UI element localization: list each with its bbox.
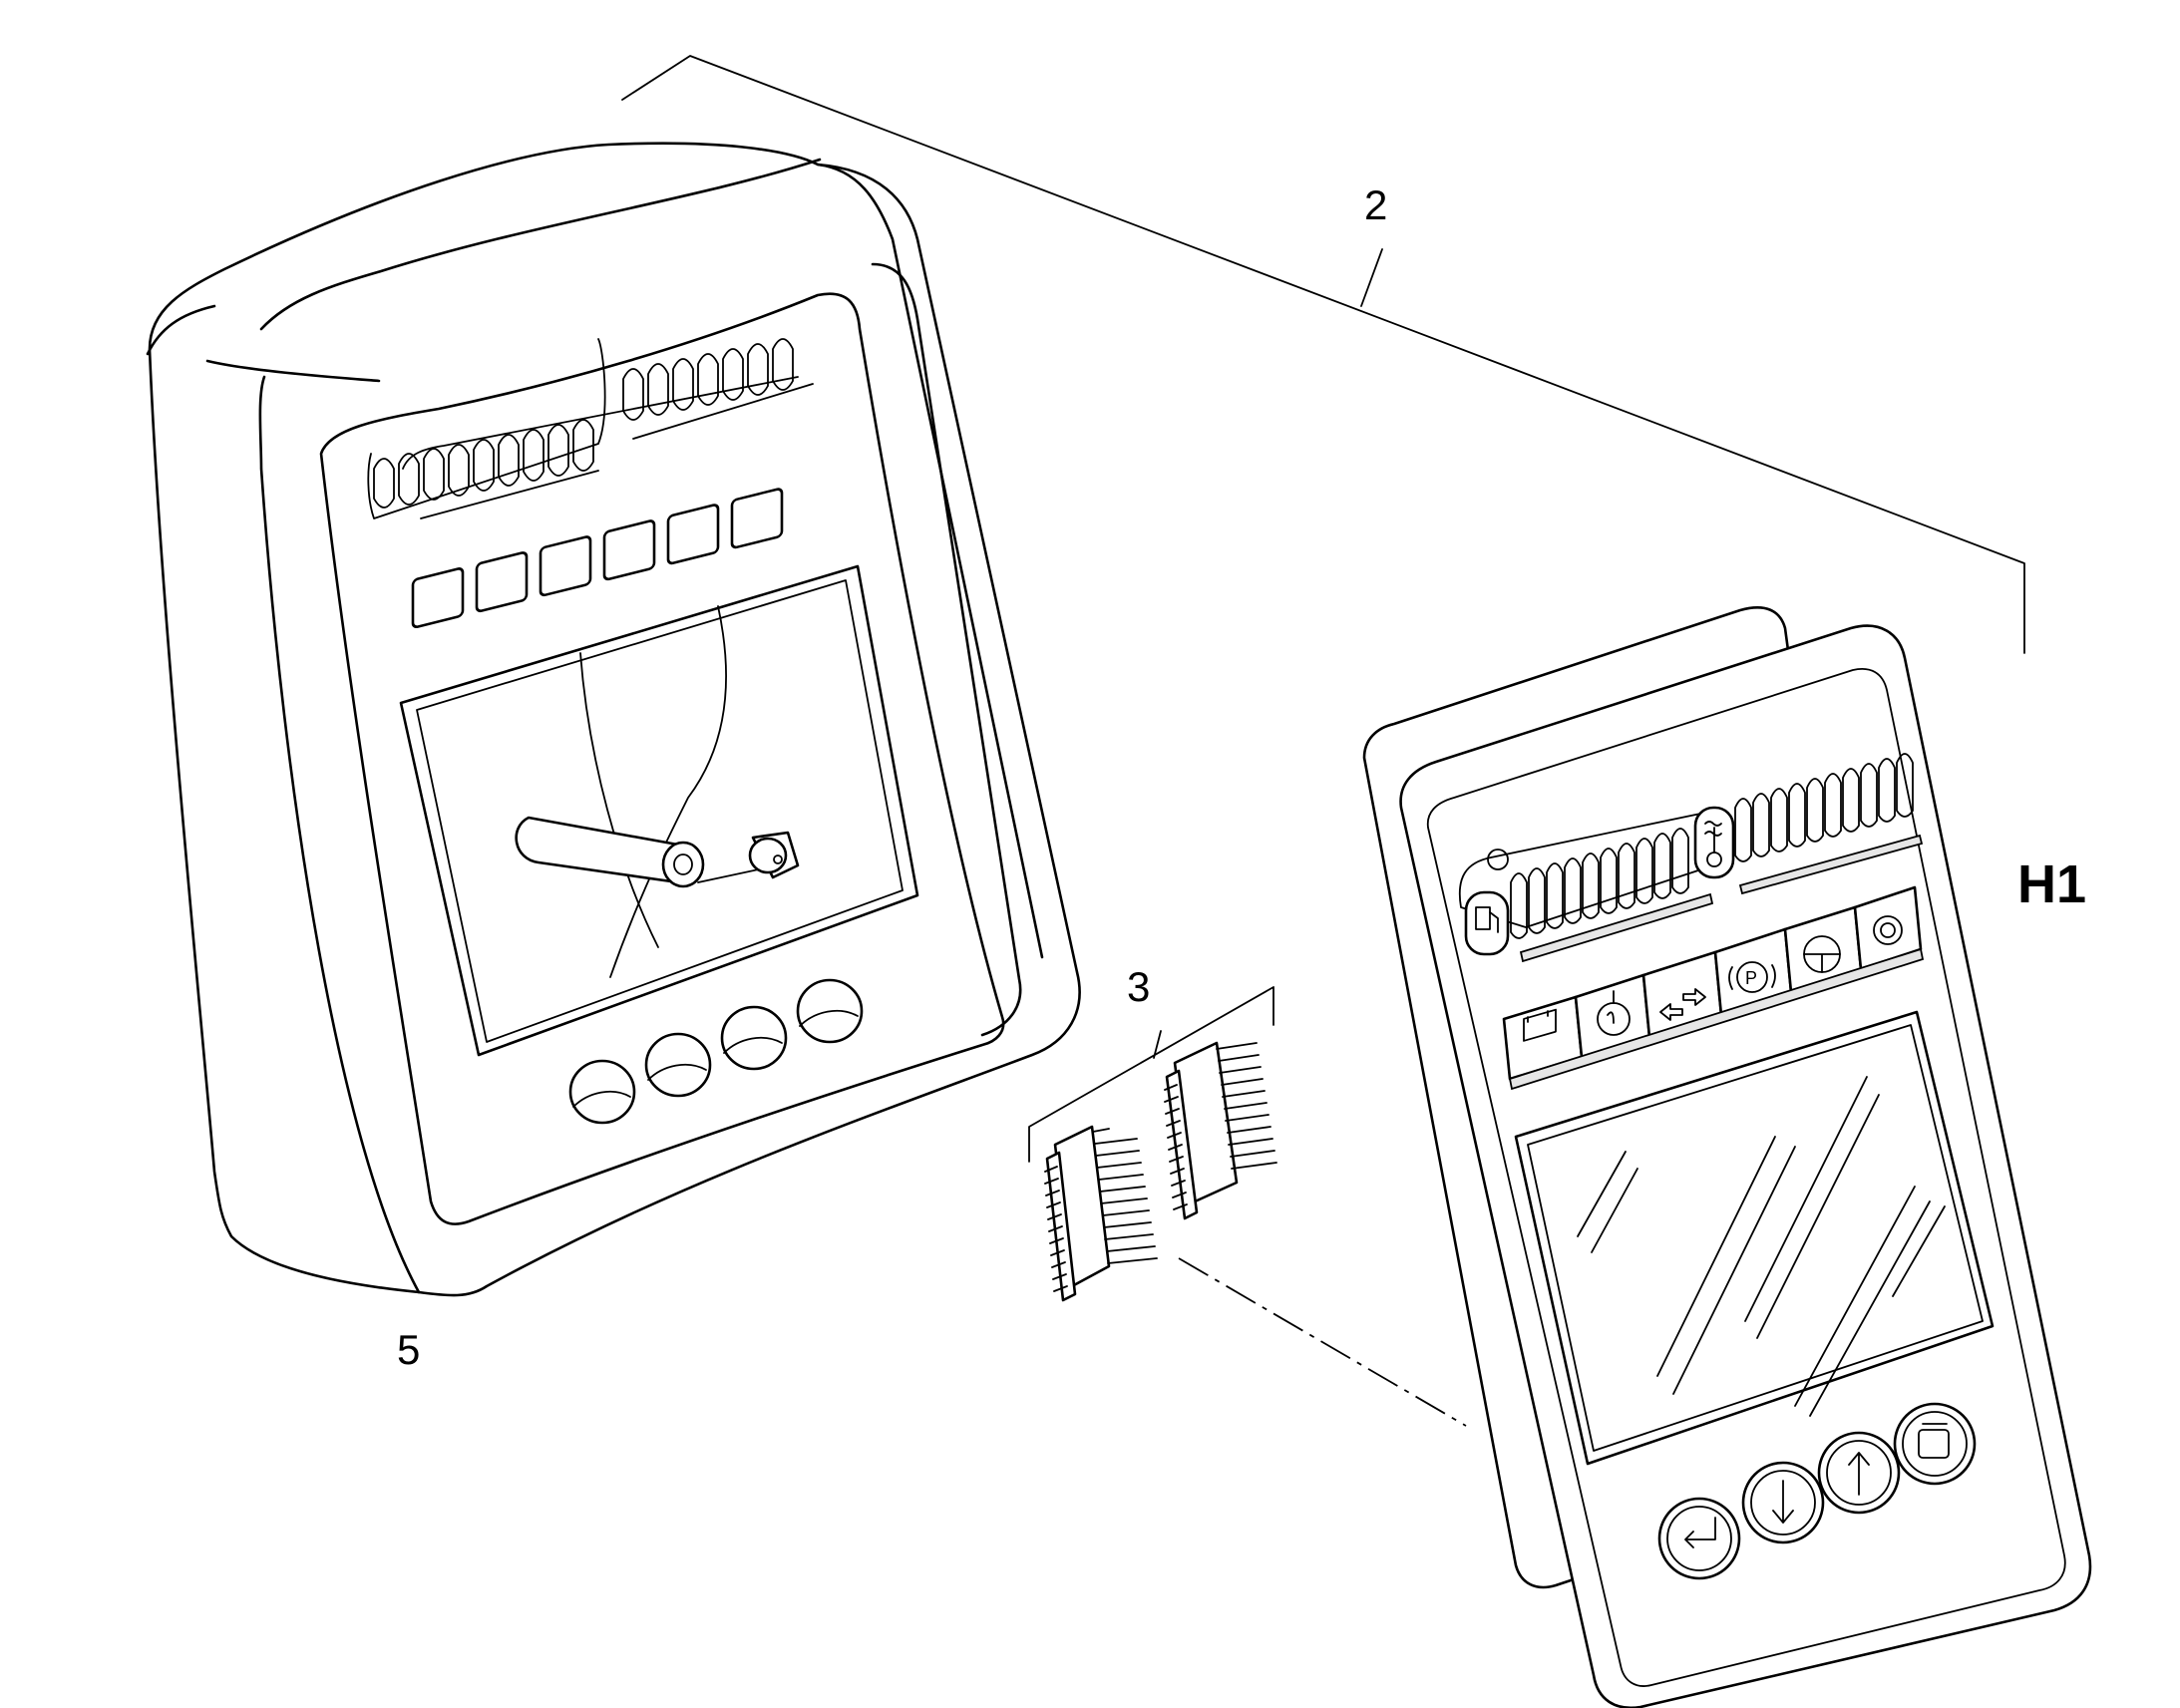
temperature-icon xyxy=(1693,806,1735,879)
oil-pressure-icon xyxy=(1597,990,1631,1036)
housing-button-row xyxy=(568,978,864,1125)
housing-display-window xyxy=(399,564,919,1057)
rear-housing xyxy=(146,142,1081,1297)
steering-icon xyxy=(1803,935,1841,973)
chip-left xyxy=(1044,1125,1158,1302)
enter-icon xyxy=(1657,1497,1741,1580)
indicator-lamp-row-front xyxy=(1458,753,1924,963)
arrow-up-icon xyxy=(1817,1431,1901,1515)
turn-signal-icon xyxy=(1659,988,1706,1021)
brake-warning-icon xyxy=(1873,915,1903,945)
function-key-row xyxy=(411,488,784,629)
fuel-icon xyxy=(1464,890,1510,956)
assembly-bracket-leader xyxy=(621,55,2025,654)
callout-chips: 3 xyxy=(1127,963,1150,1010)
instrument-display-unit: P xyxy=(1362,606,2092,1708)
callout-assembly: 2 xyxy=(1364,181,1387,228)
indicator-lamp-row-upper xyxy=(373,338,814,519)
svg-text:P: P xyxy=(1745,968,1757,988)
integrated-circuit-chips xyxy=(1044,1041,1277,1302)
adjustment-lever xyxy=(515,816,800,888)
callout-reference-code: H1 xyxy=(2017,854,2086,914)
warning-icon-row xyxy=(1502,885,1925,1091)
chip-bracket-leader xyxy=(1028,986,1274,1163)
chip-right xyxy=(1164,1041,1277,1220)
callout-housing: 5 xyxy=(397,1326,420,1373)
lcd-screen xyxy=(1514,1010,1995,1466)
arrow-down-icon xyxy=(1741,1461,1825,1544)
menu-icon xyxy=(1893,1402,1977,1486)
parking-brake-icon: P xyxy=(1728,961,1776,993)
insertion-dash-line xyxy=(1178,1257,1467,1427)
battery-icon xyxy=(1523,1008,1557,1042)
